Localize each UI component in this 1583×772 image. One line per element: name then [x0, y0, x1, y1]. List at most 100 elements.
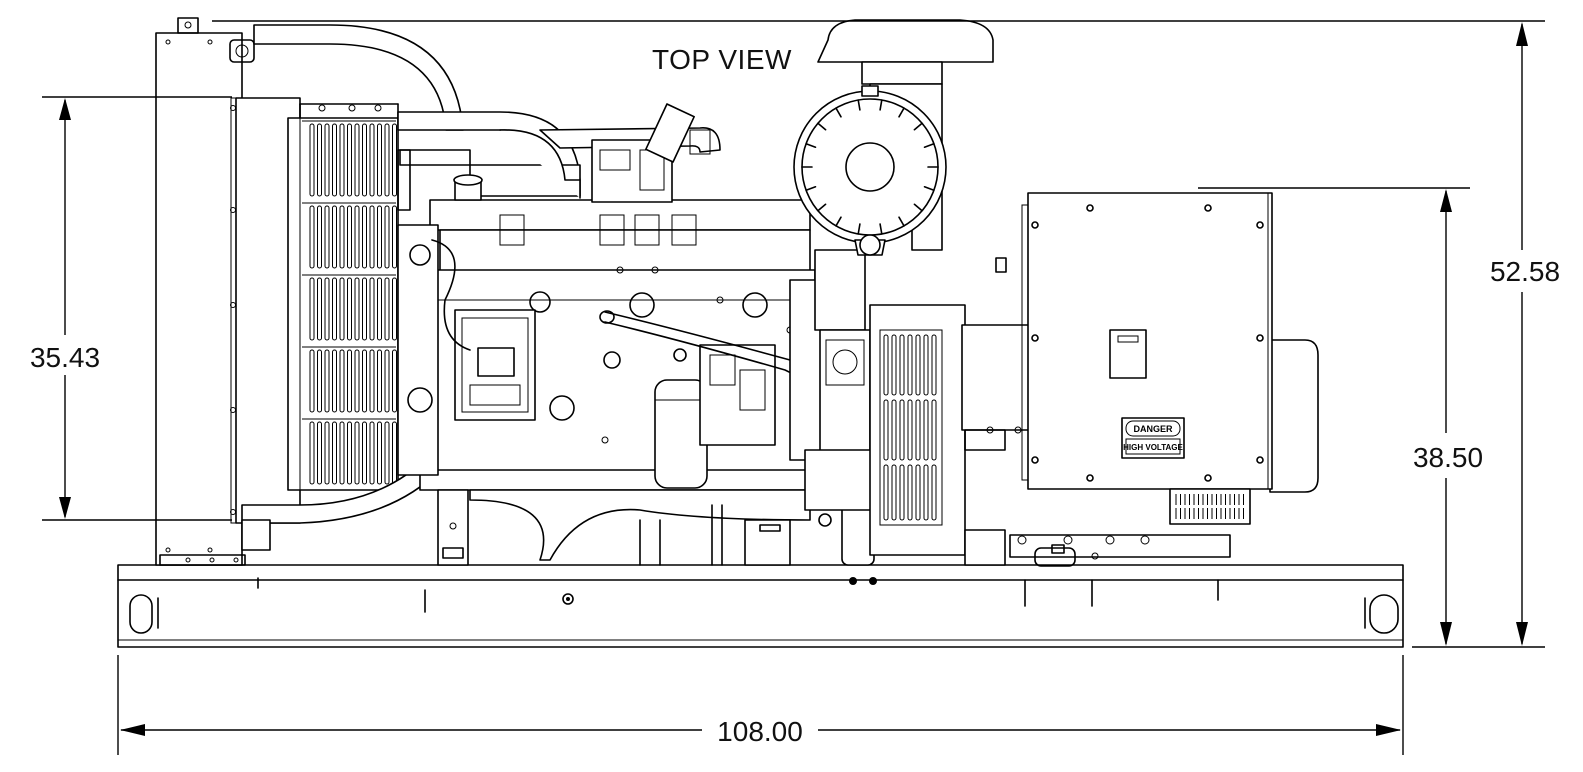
alt-grille-slot [931, 399, 937, 461]
grille-slot [347, 205, 352, 269]
alt-grille-slot [907, 464, 913, 521]
grille-slot [392, 277, 397, 341]
grille-slot [339, 421, 345, 485]
grille-slot [384, 421, 390, 485]
grille-slot [354, 421, 360, 485]
grille-slot [324, 421, 330, 485]
clip-mark [923, 186, 935, 192]
grille-slot [392, 205, 397, 269]
grille-slot [324, 205, 330, 269]
dim-35-43-label: 35.43 [30, 342, 100, 373]
grille-slot [377, 349, 382, 413]
alt-grille-slot [891, 464, 897, 521]
alt-grille-slot [923, 399, 929, 461]
alt-grille-slot [891, 399, 897, 461]
grille-slot [369, 421, 375, 485]
grille-slot [384, 349, 390, 413]
clip-mark [857, 99, 861, 111]
alt-grille-slot [931, 464, 937, 521]
clip-mark [879, 223, 883, 235]
grille-slot [317, 123, 322, 197]
grille-slot [354, 277, 360, 341]
grille-slot [369, 277, 375, 341]
grille-slot [377, 421, 382, 485]
dimension-radiator-height: 35.43 [30, 96, 232, 521]
dimension-overall-length: 108.00 [117, 655, 1404, 755]
alt-grille-slot [899, 464, 905, 521]
grille-slot [362, 421, 367, 485]
clip-mark [898, 107, 905, 118]
clip-mark [913, 122, 923, 131]
grille-slot [339, 349, 345, 413]
alt-grille-slot [883, 334, 889, 396]
grille-slot [384, 123, 390, 197]
danger-label-line1: DANGER [1133, 424, 1173, 434]
grille-slot [347, 421, 352, 485]
grille-slot [384, 205, 390, 269]
danger-label-line2: HIGH VOLTAGE [1123, 443, 1183, 452]
dim-38-50-label: 38.50 [1413, 442, 1483, 473]
grille-slot [317, 205, 322, 269]
view-title: TOP VIEW [652, 44, 792, 75]
grille-slot [339, 277, 345, 341]
fuel-actuator [591, 103, 711, 203]
clip-mark [857, 223, 861, 235]
clip-mark [805, 186, 817, 192]
grille-slot [377, 277, 382, 341]
grille-slot [347, 349, 352, 413]
alt-grille-slot [883, 399, 889, 461]
grille-slot [362, 205, 367, 269]
grille-slot [309, 421, 315, 485]
radiator [155, 17, 464, 566]
alt-grille-slot [931, 334, 937, 396]
grille-slot [339, 205, 345, 269]
alt-grille-slot [907, 334, 913, 396]
grille-slot [362, 349, 367, 413]
base-skid [117, 564, 1404, 648]
alt-grille-slot [899, 334, 905, 396]
air-cleaner-clips [801, 99, 939, 235]
air-cleaner [793, 19, 994, 256]
grille-slot [392, 349, 397, 413]
clip-mark [817, 122, 827, 131]
grille-slot [369, 205, 375, 269]
grille-slot [309, 277, 315, 341]
grille-slot [324, 277, 330, 341]
grille-slot [354, 349, 360, 413]
grille-slot [332, 205, 337, 269]
clip-mark [898, 216, 905, 227]
grille-slot [377, 123, 382, 197]
grille-slot [347, 123, 352, 197]
grille-slot [309, 349, 315, 413]
dim-52-58-label: 52.58 [1490, 256, 1560, 287]
grille-slot [324, 349, 330, 413]
dimension-overall-height: 52.58 [212, 20, 1567, 648]
clip-mark [879, 99, 883, 111]
grille-slot [392, 123, 397, 197]
clip-mark [913, 203, 923, 212]
clip-mark [923, 142, 935, 148]
clip-mark [835, 107, 842, 118]
grille-slot [369, 123, 375, 197]
grille-slot [317, 349, 322, 413]
alt-grille-slot [883, 464, 889, 521]
clip-mark [817, 203, 827, 212]
alternator-vent [1175, 494, 1244, 519]
grille-slot [377, 205, 382, 269]
dimension-alternator-height: 38.50 [1198, 187, 1483, 646]
alternator: DANGER HIGH VOLTAGE [869, 192, 1319, 567]
grille-slot [347, 277, 352, 341]
grille-slot [317, 277, 322, 341]
dim-108-label: 108.00 [717, 716, 803, 747]
engine [397, 103, 876, 566]
grille-slot [332, 123, 337, 197]
alt-grille-slot [923, 464, 929, 521]
grille-slot [369, 349, 375, 413]
grille-slot [362, 277, 367, 341]
grille-slot [339, 123, 345, 197]
alt-grille-slot [899, 399, 905, 461]
grille-slot [354, 123, 360, 197]
grille-slot [309, 205, 315, 269]
clip-mark [805, 142, 817, 148]
